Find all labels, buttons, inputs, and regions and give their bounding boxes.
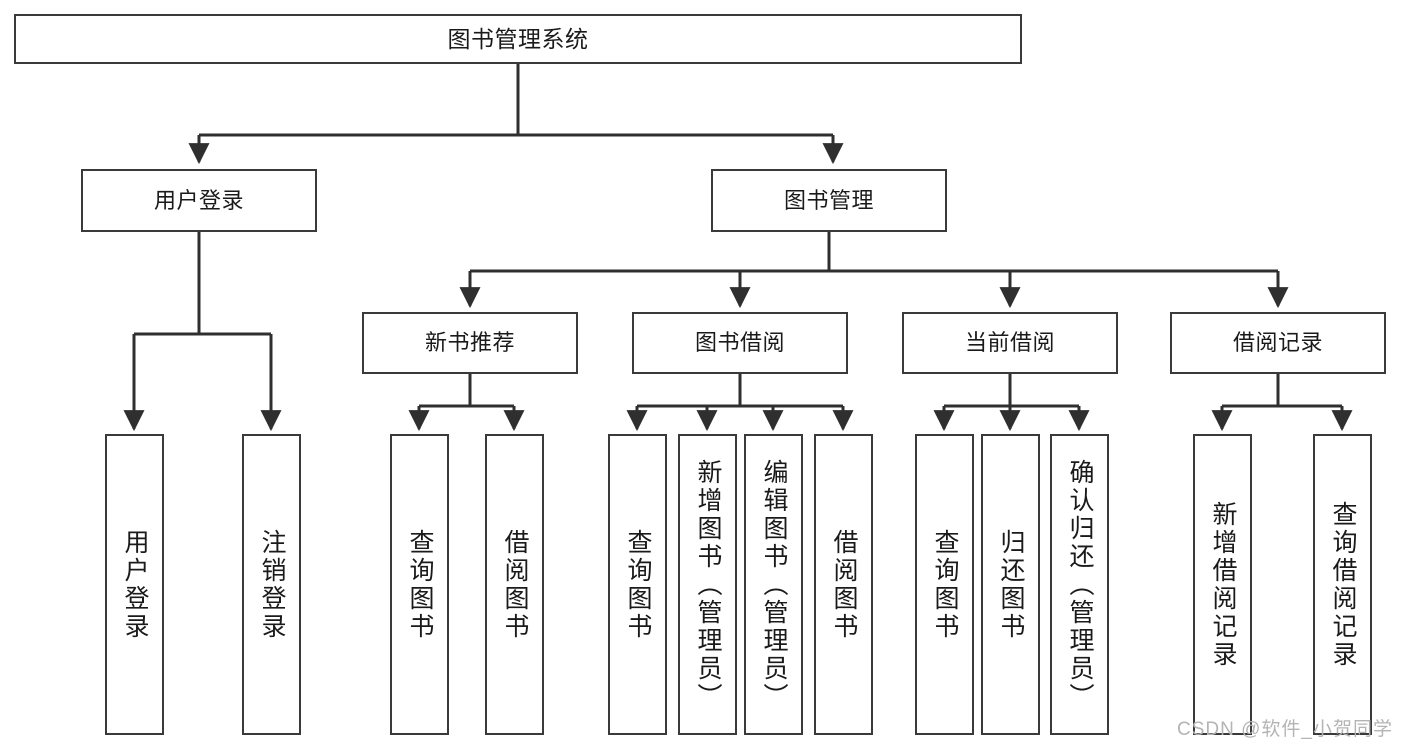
node-book-management[interactable]: 图书管理 [711, 169, 947, 232]
node-label: 用户登录 [153, 187, 244, 213]
node-leaf-borrow-book-borrow[interactable]: 借阅图书 [814, 434, 873, 735]
node-label: 用户登录 [121, 528, 149, 641]
node-label: 新增借阅记录 [1209, 500, 1237, 669]
node-borrow-record[interactable]: 借阅记录 [1170, 312, 1386, 374]
node-leaf-add-book-admin[interactable]: 新增图书（管理员） [678, 434, 737, 735]
node-label: 编辑图书（管理员） [760, 458, 788, 711]
node-label: 借阅图书 [501, 528, 529, 641]
node-label: 借阅图书 [830, 528, 858, 641]
node-leaf-add-borrow-record[interactable]: 新增借阅记录 [1193, 434, 1252, 735]
node-new-book-recommend[interactable]: 新书推荐 [362, 312, 578, 374]
node-leaf-return-book[interactable]: 归还图书 [981, 434, 1040, 735]
node-label: 图书管理系统 [447, 25, 589, 52]
node-current-borrow[interactable]: 当前借阅 [902, 312, 1118, 374]
node-label: 注销登录 [258, 528, 286, 641]
node-label: 查询图书 [624, 528, 652, 641]
node-label: 查询借阅记录 [1329, 500, 1357, 669]
node-label: 借阅记录 [1232, 330, 1323, 356]
node-label: 当前借阅 [964, 330, 1055, 356]
csdn-watermark: CSDN @软件_小贺同学 [1177, 719, 1393, 740]
node-label: 图书管理 [783, 187, 874, 213]
node-leaf-query-book-current[interactable]: 查询图书 [915, 434, 974, 735]
node-leaf-logout-login[interactable]: 注销登录 [242, 434, 301, 735]
node-label: 新增图书（管理员） [694, 458, 722, 711]
node-leaf-confirm-return-admin[interactable]: 确认归还（管理员） [1050, 434, 1109, 735]
node-book-borrow[interactable]: 图书借阅 [632, 312, 848, 374]
node-leaf-user-login[interactable]: 用户登录 [105, 434, 164, 735]
node-user-login[interactable]: 用户登录 [81, 169, 317, 232]
node-label: 查询图书 [406, 528, 434, 641]
node-leaf-query-book-recommend[interactable]: 查询图书 [390, 434, 449, 735]
node-leaf-borrow-book-recommend[interactable]: 借阅图书 [485, 434, 544, 735]
node-label: 归还图书 [997, 528, 1025, 641]
node-label: 图书借阅 [694, 330, 785, 356]
node-label: 新书推荐 [424, 330, 515, 356]
node-leaf-query-book-borrow[interactable]: 查询图书 [608, 434, 667, 735]
node-leaf-edit-book-admin[interactable]: 编辑图书（管理员） [744, 434, 803, 735]
node-label: 确认归还（管理员） [1066, 458, 1094, 711]
node-leaf-query-borrow-record[interactable]: 查询借阅记录 [1313, 434, 1372, 735]
node-root-book-management-system[interactable]: 图书管理系统 [14, 14, 1022, 64]
node-label: 查询图书 [931, 528, 959, 641]
